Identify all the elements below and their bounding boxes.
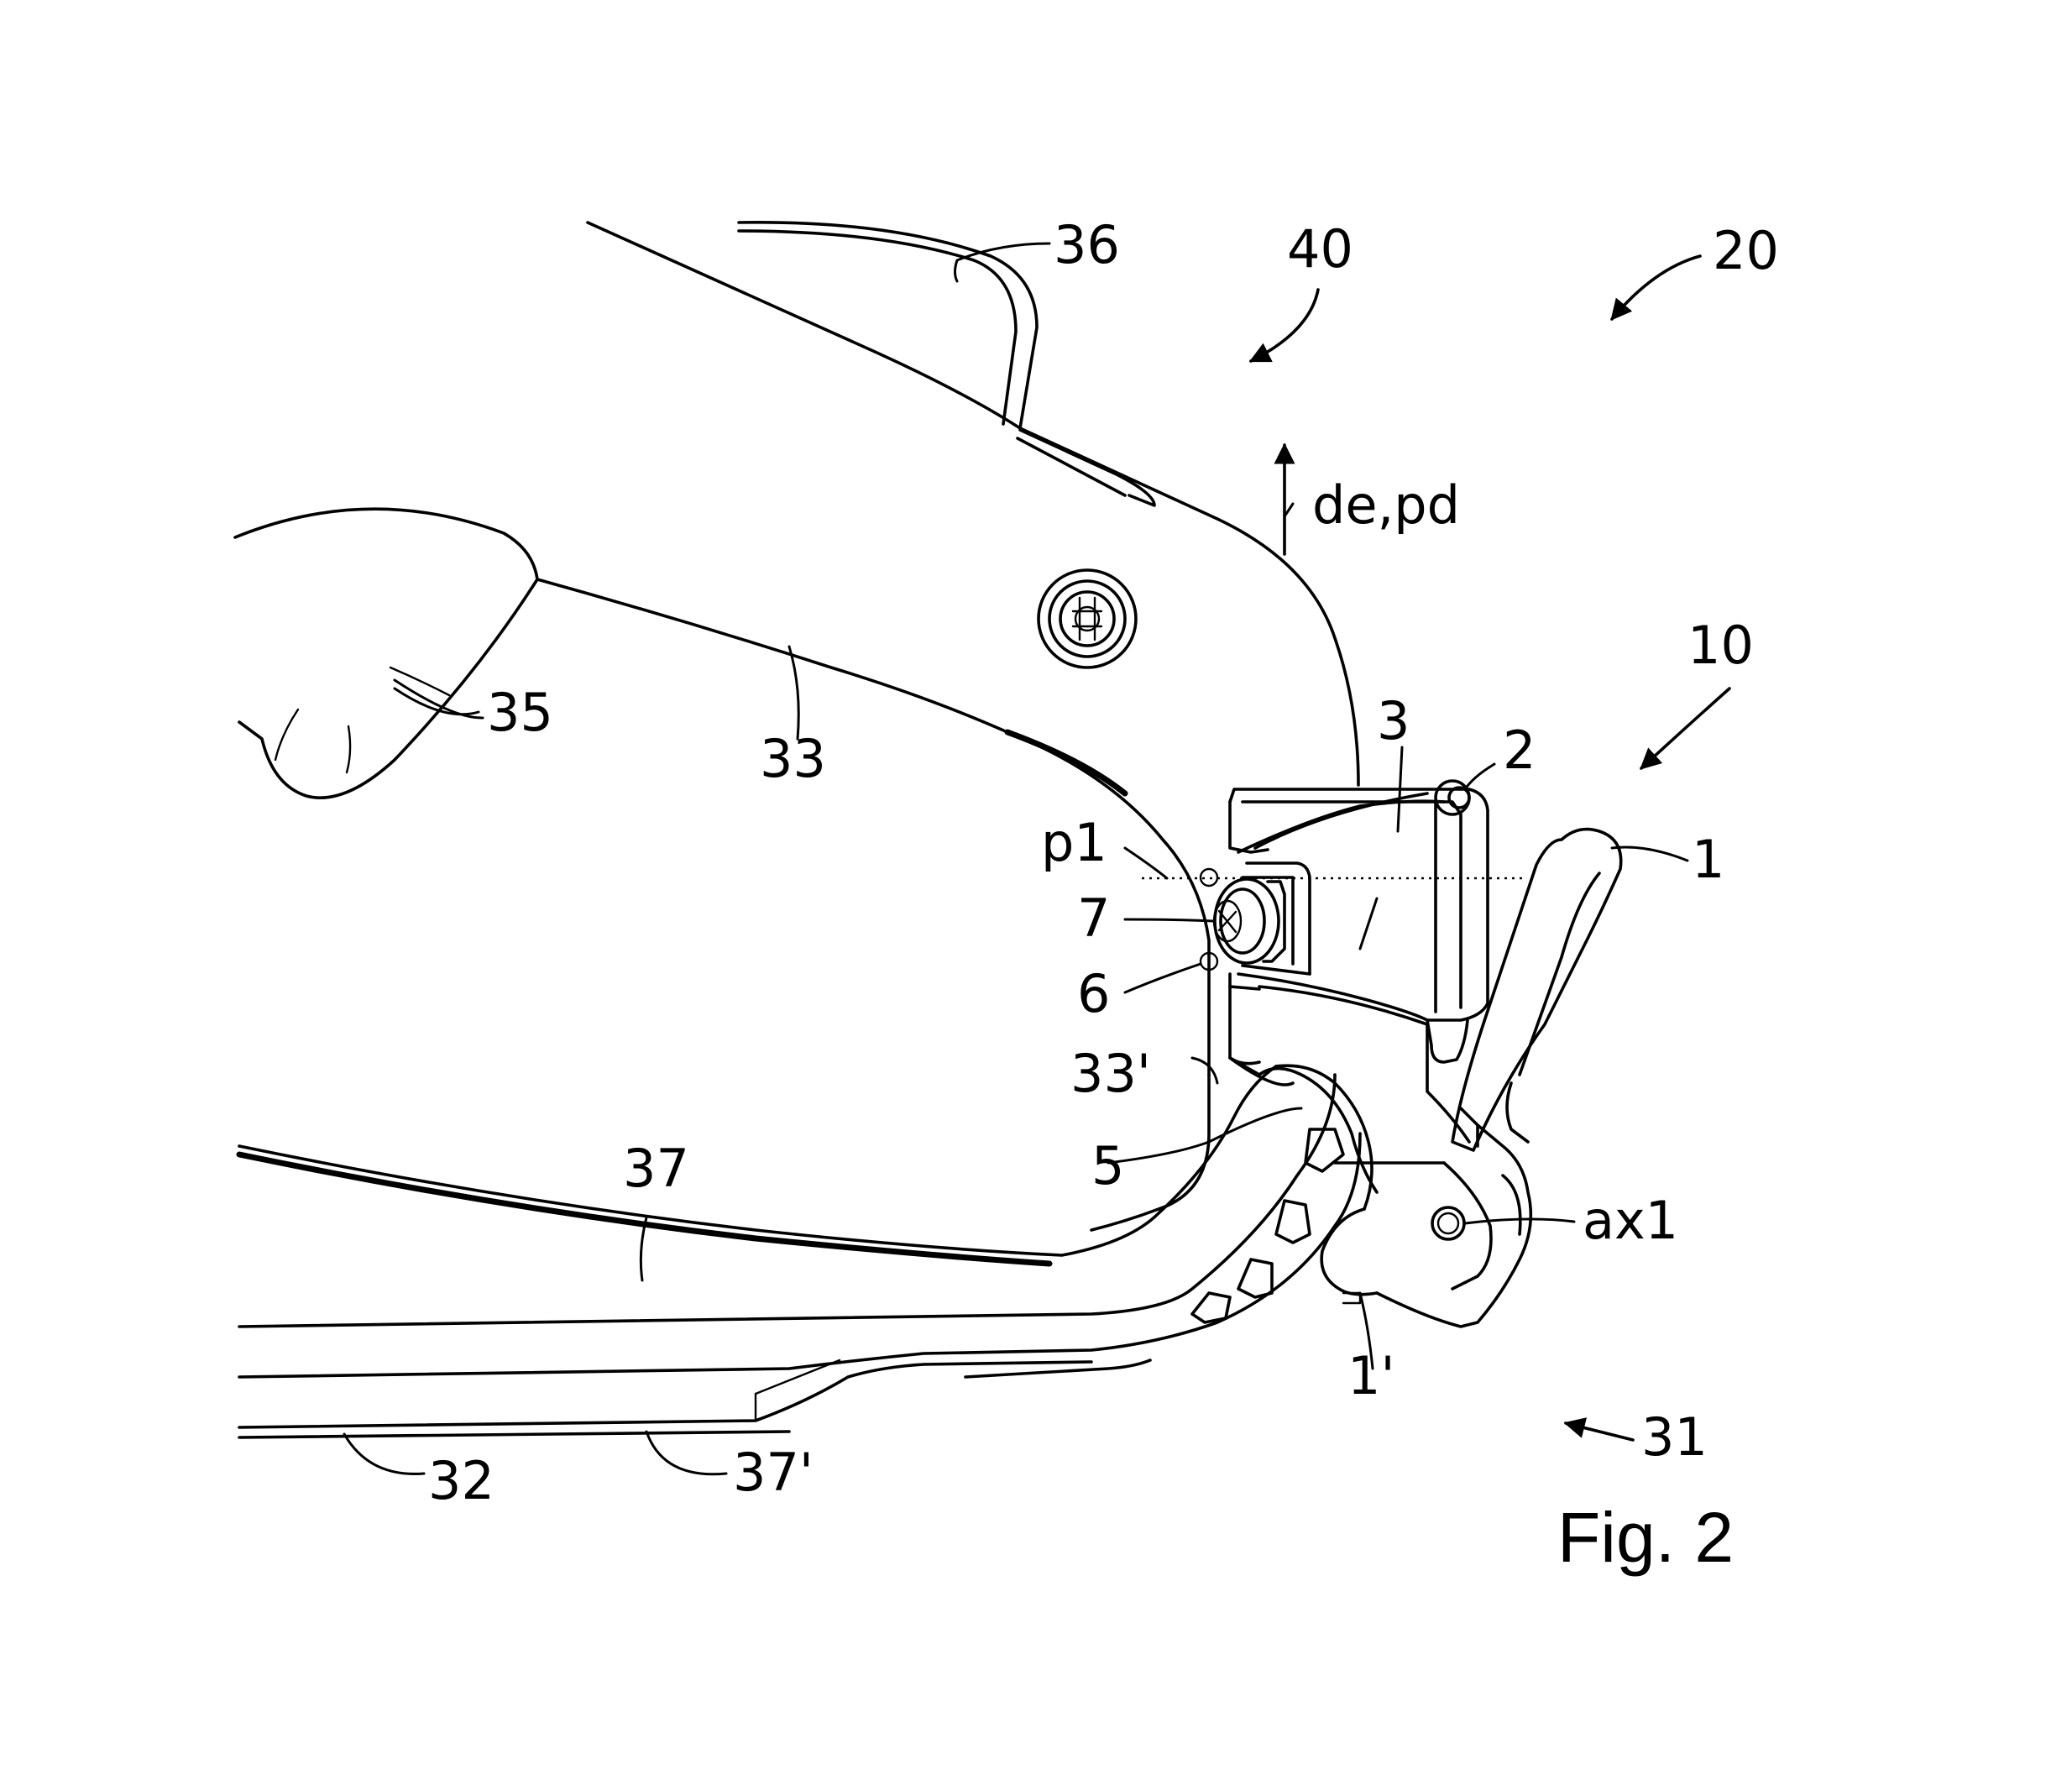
label-de-pd: de,pd — [1312, 474, 1460, 536]
label-5: 5 — [1091, 1135, 1124, 1196]
label-10: 10 — [1687, 615, 1754, 676]
label-3: 3 — [1377, 690, 1410, 751]
label-33-prime: 33' — [1070, 1043, 1151, 1104]
label-2: 2 — [1503, 720, 1536, 781]
reference-labels: 36 40 20 de,pd 35 33 10 3 2 1 p1 7 6 33'… — [428, 214, 1779, 1577]
label-ax1: ax1 — [1583, 1190, 1678, 1251]
label-35: 35 — [487, 682, 553, 743]
label-37-prime: 37' — [733, 1442, 814, 1503]
label-31: 31 — [1641, 1406, 1708, 1468]
label-1: 1 — [1692, 829, 1724, 890]
label-37: 37 — [623, 1138, 689, 1199]
housing-upper-drawing — [233, 221, 1360, 1076]
reference-arrows — [1248, 254, 1731, 1442]
label-36: 36 — [1054, 214, 1120, 275]
leader-lines — [343, 242, 1689, 1476]
label-40: 40 — [1287, 218, 1353, 280]
label-6: 6 — [1077, 963, 1110, 1024]
label-20: 20 — [1713, 220, 1779, 281]
figure-caption: Fig. 2 — [1557, 1498, 1734, 1577]
label-7: 7 — [1077, 887, 1110, 949]
clip-assembly-drawing — [1190, 779, 1623, 1328]
label-p1: p1 — [1041, 812, 1107, 873]
label-1-prime: 1' — [1347, 1345, 1395, 1406]
label-33: 33 — [760, 728, 826, 789]
label-32: 32 — [428, 1450, 494, 1511]
skid-plate-drawing — [236, 1065, 1362, 1439]
